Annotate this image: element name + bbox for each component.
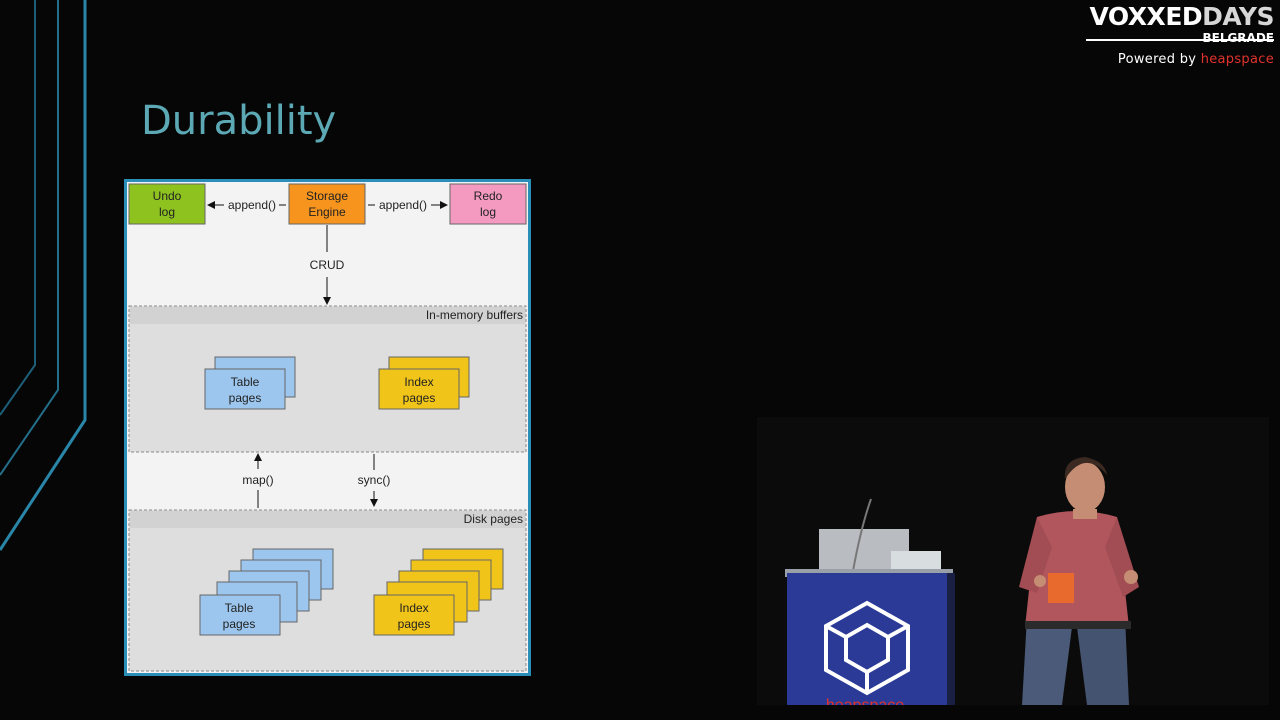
decorative-lines	[0, 0, 87, 551]
memory-table-label-2: pages	[229, 391, 262, 405]
durability-diagram: Undo log Storage Engine Redo log append(…	[124, 179, 531, 676]
laptop-image	[819, 529, 941, 571]
crud-label: CRUD	[310, 258, 345, 272]
disk-index-label-1: Index	[399, 601, 428, 615]
redo-log-box: Redo log	[449, 183, 527, 225]
powered-by: Powered by heapspace	[1090, 52, 1274, 67]
podium-logo-icon	[824, 600, 910, 696]
disk-index-pages: Index pages	[373, 548, 504, 636]
event-logo: VOXXEDDAYS BELGRADE Powered by heapspace	[1086, 2, 1274, 67]
microphone-image	[852, 498, 872, 572]
redo-log-label-1: Redo	[474, 189, 503, 203]
event-name-suffix: DAYS	[1202, 2, 1274, 31]
powered-by-label: Powered by	[1117, 52, 1197, 67]
disk-table-label-2: pages	[223, 617, 256, 631]
podium-image: heapspace	[785, 569, 955, 705]
in-memory-label: In-memory buffers	[426, 308, 523, 322]
speaker-image	[1019, 457, 1139, 705]
event-city: BELGRADE	[1202, 31, 1274, 45]
append-left-label: append()	[228, 198, 276, 212]
undo-log-label-2: log	[159, 205, 175, 219]
disk-index-label-2: pages	[398, 617, 431, 631]
disk-table-label-1: Table	[225, 601, 254, 615]
undo-log-box: Undo log	[128, 183, 206, 225]
slide-title: Durability	[141, 98, 337, 144]
memory-table-label-1: Table	[231, 375, 260, 389]
sync-label: sync()	[358, 473, 391, 487]
undo-log-label-1: Undo	[153, 189, 182, 203]
podium-text: heapspace	[826, 697, 904, 705]
storage-engine-box: Storage Engine	[288, 183, 366, 225]
memory-table-pages: Table pages	[204, 356, 296, 410]
memory-index-label-2: pages	[403, 391, 436, 405]
speaker-video: heapspace	[757, 417, 1269, 705]
disk-pages-label: Disk pages	[464, 512, 523, 526]
logo-rule	[1086, 39, 1274, 41]
map-label: map()	[242, 473, 273, 487]
redo-log-label-2: log	[480, 205, 496, 219]
disk-table-pages: Table pages	[199, 548, 334, 636]
append-right-label: append()	[379, 198, 427, 212]
memory-index-label-1: Index	[404, 375, 433, 389]
powered-by-sponsor: heapspace	[1200, 52, 1274, 67]
memory-index-pages: Index pages	[378, 356, 470, 410]
storage-engine-label-2: Engine	[308, 205, 346, 219]
event-name-prefix: VOXXED	[1089, 2, 1203, 31]
storage-engine-label-1: Storage	[306, 189, 348, 203]
